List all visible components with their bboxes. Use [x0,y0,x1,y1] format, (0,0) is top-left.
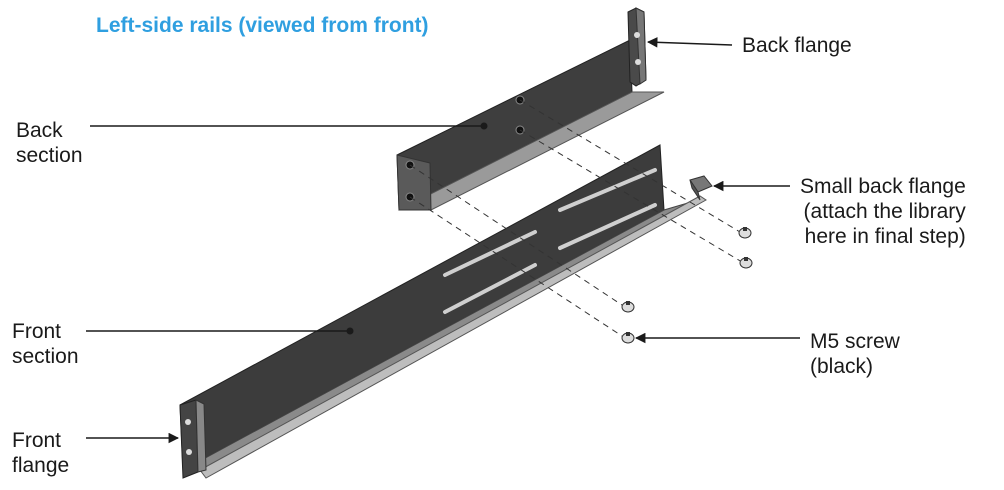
back-flange-label: Back flange [742,34,852,57]
m5-screw-label: M5 screw (black) [810,330,900,378]
diagram-title: Left-side rails (viewed from front) [96,14,429,37]
back-section-rail [396,39,665,211]
small-back-flange [689,175,713,201]
back-flange-arrow [646,37,733,48]
front-section-label: Front section [12,320,79,368]
front-flange [179,399,207,479]
small-back-flange-label: Small back flange (attach the library he… [800,175,966,248]
alignment-lines [409,99,743,339]
m5-screws [621,227,753,344]
back-flange [627,7,647,87]
front-flange-label: Front flange [12,429,70,477]
front-section-rail [179,144,707,479]
back-section-label: Back section [16,119,83,167]
